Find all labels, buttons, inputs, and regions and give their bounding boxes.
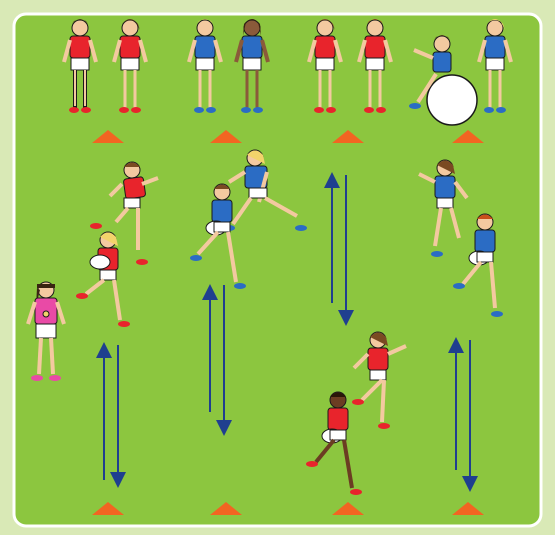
rugby-ball <box>90 255 110 269</box>
exercise-ball <box>427 75 477 125</box>
whistle-icon <box>43 311 49 317</box>
